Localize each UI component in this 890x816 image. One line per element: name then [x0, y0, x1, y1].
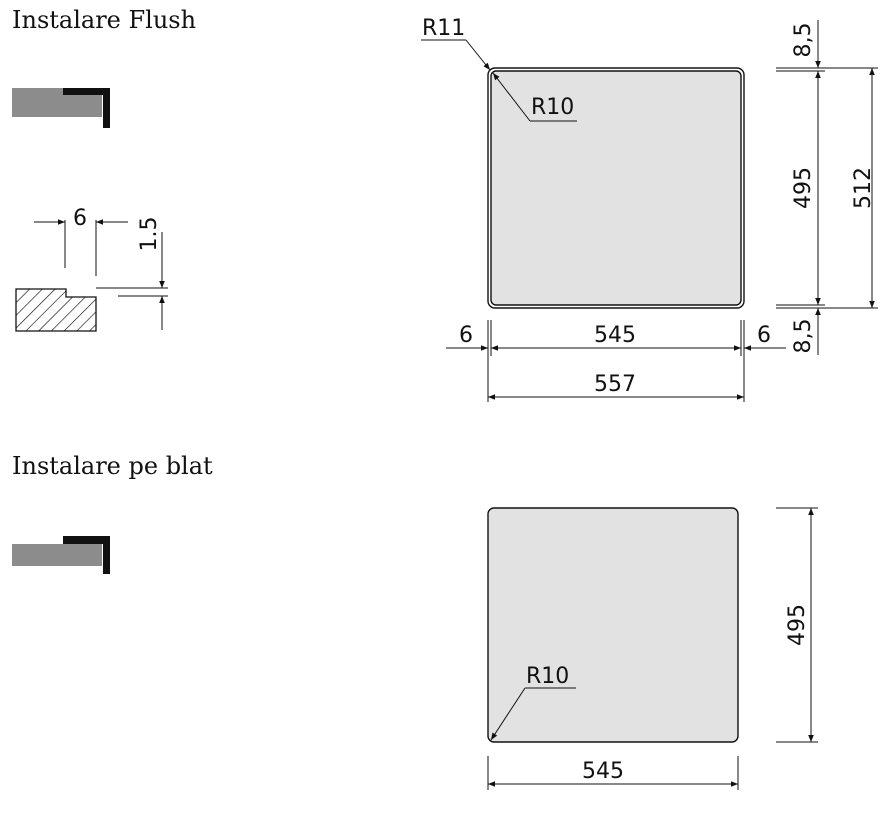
flange-right-label: 6: [757, 323, 771, 348]
leader-arrow: [465, 39, 491, 71]
outer-width-label: 557: [594, 372, 636, 397]
flange-bottom-label: 8,5: [791, 319, 816, 354]
outer-depth-label: 512: [851, 167, 876, 209]
depth-label: 495: [785, 604, 810, 646]
top-mount-icon: [12, 536, 110, 574]
hatched-section: [15, 288, 97, 332]
sink-flange-shape: [63, 536, 110, 574]
top-plan-view: R10 545 495: [487, 507, 818, 790]
inner-radius-label: R10: [531, 95, 574, 120]
flange-top-label: 8,5: [791, 23, 816, 58]
detail-width-label: 6: [73, 206, 87, 231]
width-label: 545: [582, 759, 624, 784]
flush-cross-section-detail: 6 1.5: [15, 206, 168, 332]
flush-mount-icon: [12, 88, 110, 128]
leader-arrow: [490, 687, 526, 741]
countertop-shape: [12, 544, 102, 566]
flush-plan-view: R11 R10 545 6 6 557 495 8,5 8,5 512: [421, 16, 878, 402]
sink-bowl: [487, 507, 739, 743]
sink-flange-shape: [63, 88, 110, 128]
flange-left-label: 6: [459, 323, 473, 348]
heading-flush-installation: Instalare Flush: [12, 6, 197, 34]
inner-depth-label: 495: [791, 167, 816, 209]
heading-countertop-installation: Instalare pe blat: [12, 452, 213, 480]
sink-bowl: [490, 70, 742, 306]
detail-depth-label: 1.5: [137, 217, 162, 252]
inner-width-label: 545: [594, 323, 636, 348]
outer-flange-outline: [487, 67, 745, 309]
leader-arrow: [492, 72, 531, 122]
outer-radius-label: R11: [422, 16, 465, 41]
corner-radius-label: R10: [526, 664, 569, 689]
